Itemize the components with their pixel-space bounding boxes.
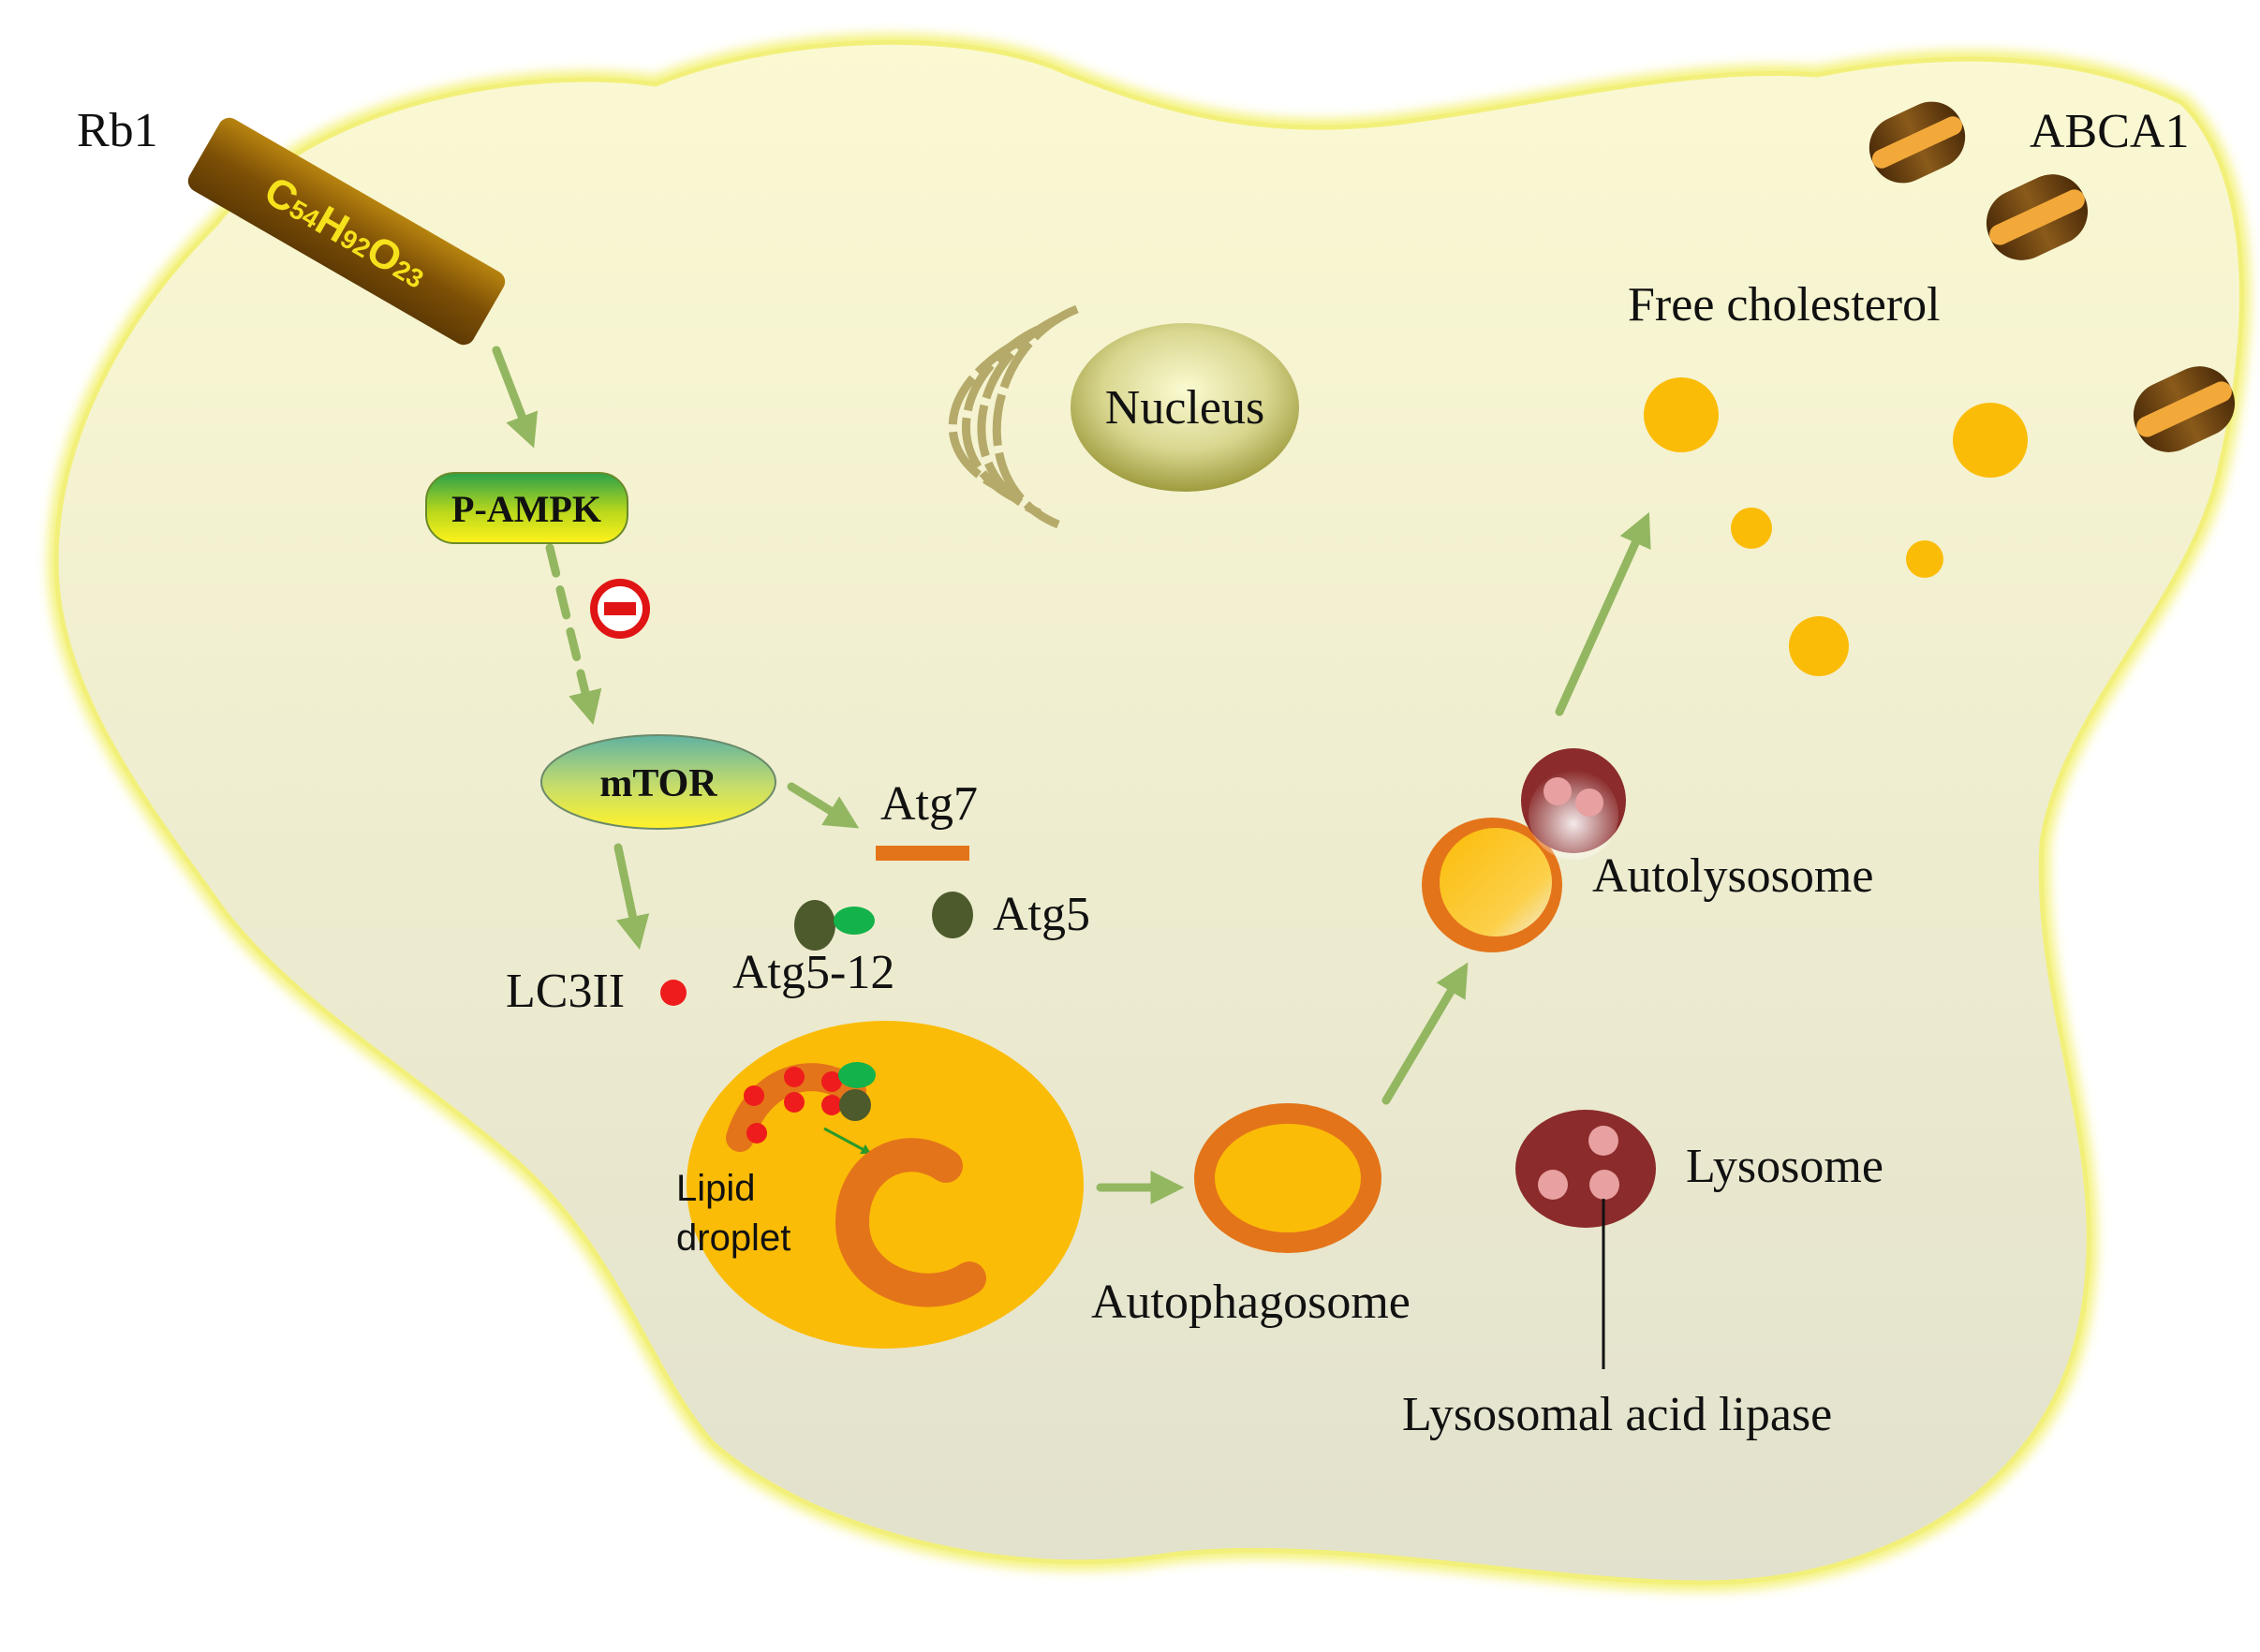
lysosome — [1515, 1110, 1656, 1228]
atg5-label: Atg5 — [993, 888, 1090, 941]
er-membranes — [948, 304, 1079, 529]
autophagosome — [1194, 1103, 1381, 1253]
pathway-arrows — [492, 346, 1651, 1204]
mtor-label: mTOR — [599, 762, 717, 805]
phagophore-large — [835, 1138, 986, 1307]
autolysosome-label: Autolysosome — [1592, 849, 1873, 903]
arrow-autophagosome-to-autolysosome — [1381, 962, 1469, 1105]
abca1-label: ABCA1 — [2030, 105, 2189, 158]
abca1-transporter-3 — [2133, 366, 2236, 452]
p-ampk-label: P-AMPK — [451, 488, 601, 530]
autolysosome — [1422, 748, 1626, 952]
atg5-12-label: Atg5-12 — [732, 946, 894, 999]
lc3ii-dot — [660, 980, 687, 1006]
nucleus: Nucleus — [1071, 323, 1299, 492]
atg5-protein — [932, 892, 973, 938]
cholesterol-droplets — [1644, 377, 2028, 676]
rb1-label: Rb1 — [77, 104, 158, 157]
lipid-droplet-label: Lipid droplet — [676, 1168, 790, 1259]
atg7-bar — [876, 846, 969, 861]
arrow-pampk-to-mtor — [545, 543, 602, 725]
lipid-droplet: Lipid droplet — [676, 1021, 1084, 1349]
atg7-label: Atg7 — [880, 777, 978, 831]
arrow-rb1-to-pampk — [492, 346, 539, 449]
lysosomal-acid-lipase-label: Lysosomal acid lipase — [1402, 1388, 1832, 1441]
lc3ii-label: LC3II — [506, 965, 625, 1018]
free-cholesterol-label: Free cholesterol — [1628, 278, 1941, 332]
arrow-mtor-to-atg7 — [787, 782, 860, 829]
inhibition-icon — [590, 579, 650, 639]
atg5-12-complex — [794, 900, 875, 951]
autophagosome-label: Autophagosome — [1091, 1276, 1411, 1329]
arrow-autolysosome-to-cholesterol — [1555, 511, 1651, 716]
mtor-node: mTOR — [540, 734, 776, 830]
abca1-transporter-2 — [1986, 174, 2089, 260]
nucleus-label: Nucleus — [1105, 381, 1264, 435]
p-ampk-node: P-AMPK — [425, 472, 628, 544]
arrow-mtor-to-lc3ii — [613, 843, 650, 951]
abca1-transporter-1 — [1869, 101, 1966, 184]
rb1-molecule-bar: C54H92O23 — [187, 117, 506, 346]
lysosome-label: Lysosome — [1686, 1140, 1883, 1193]
